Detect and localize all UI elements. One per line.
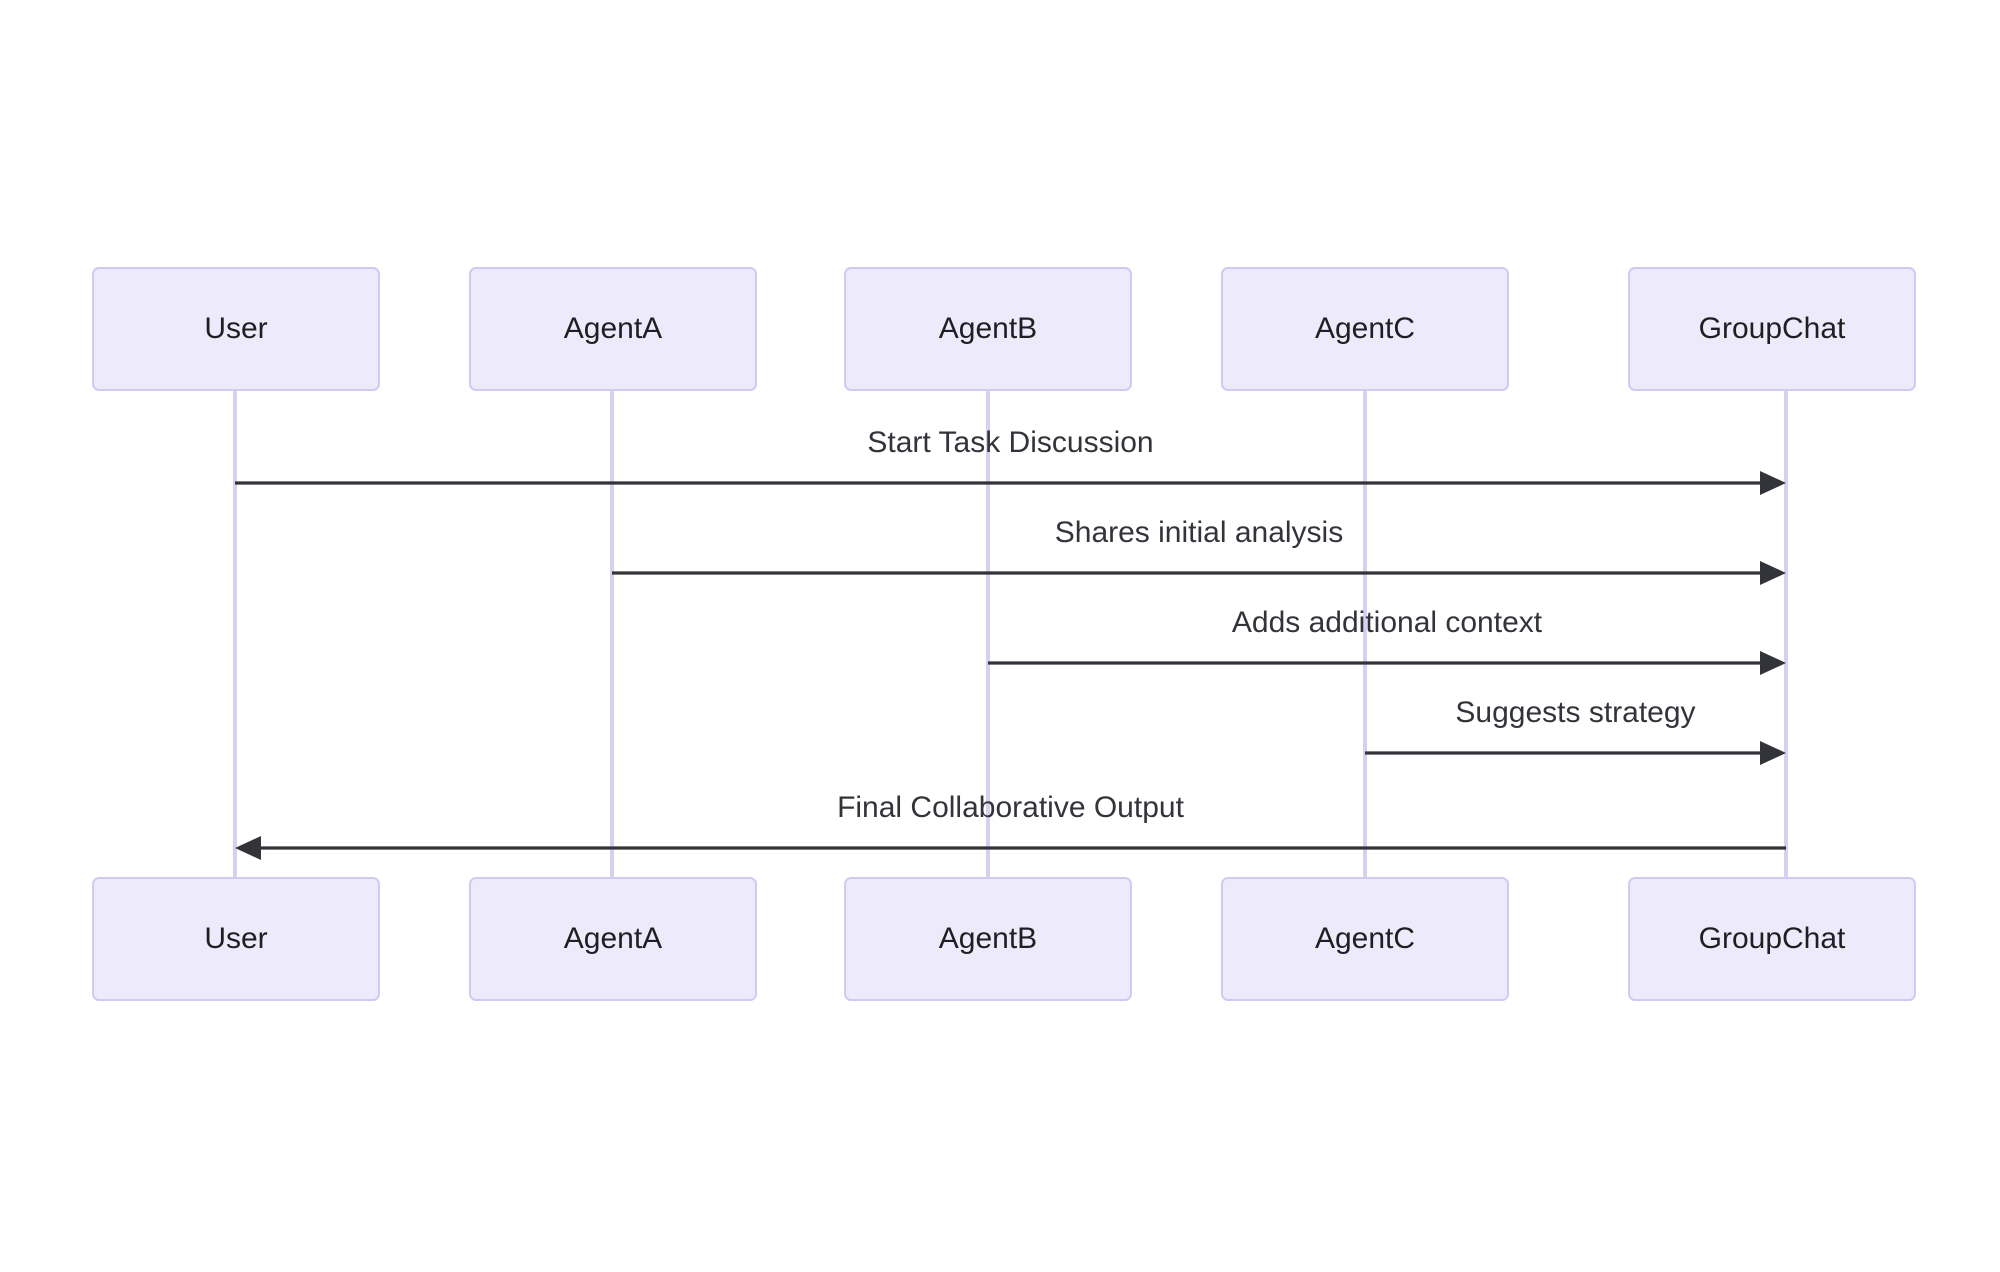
actor-user-top[interactable]: User xyxy=(92,267,380,391)
message-1[interactable]: Start Task Discussion xyxy=(235,426,1786,495)
actor-label-agentc-bottom: AgentC xyxy=(1315,922,1415,955)
actor-box-agentc-bottom[interactable] xyxy=(1221,877,1509,1001)
actor-groupchat-bottom[interactable]: GroupChat xyxy=(1628,877,1916,1001)
actor-label-groupchat-bottom: GroupChat xyxy=(1699,922,1846,955)
message-label-5: Final Collaborative Output xyxy=(837,791,1185,824)
message-label-1: Start Task Discussion xyxy=(867,426,1153,459)
actor-label-groupchat-top: GroupChat xyxy=(1699,312,1846,345)
actor-box-user-top[interactable] xyxy=(92,267,380,391)
actor-label-agentc-top: AgentC xyxy=(1315,312,1415,345)
actor-agentc-top[interactable]: AgentC xyxy=(1221,267,1509,391)
message-label-4: Suggests strategy xyxy=(1455,696,1695,729)
message-label-2: Shares initial analysis xyxy=(1055,516,1343,549)
message-4[interactable]: Suggests strategy xyxy=(1365,696,1786,765)
actor-box-groupchat-bottom[interactable] xyxy=(1628,877,1916,1001)
message-2[interactable]: Shares initial analysis xyxy=(612,516,1786,585)
actor-label-agentb-top: AgentB xyxy=(939,312,1037,345)
lifelines-layer xyxy=(233,390,1788,878)
actor-box-agenta-top[interactable] xyxy=(469,267,757,391)
actor-agentb-bottom[interactable]: AgentB xyxy=(844,877,1132,1001)
actor-label-agenta-top: AgentA xyxy=(564,312,662,345)
actor-box-groupchat-top[interactable] xyxy=(1628,267,1916,391)
actor-agenta-bottom[interactable]: AgentA xyxy=(469,877,757,1001)
message-3[interactable]: Adds additional context xyxy=(988,606,1786,675)
actor-label-user-top: User xyxy=(204,312,267,345)
actor-agentb-top[interactable]: AgentB xyxy=(844,267,1132,391)
actor-user-bottom[interactable]: User xyxy=(92,877,380,1001)
actor-agentc-bottom[interactable]: AgentC xyxy=(1221,877,1509,1001)
message-arrowhead-3 xyxy=(1760,651,1786,675)
actor-label-user-bottom: User xyxy=(204,922,267,955)
message-5[interactable]: Final Collaborative Output xyxy=(235,791,1786,860)
actor-label-agentb-bottom: AgentB xyxy=(939,922,1037,955)
message-arrowhead-1 xyxy=(1760,471,1786,495)
actor-label-agenta-bottom: AgentA xyxy=(564,922,662,955)
message-arrowhead-2 xyxy=(1760,561,1786,585)
message-arrowhead-5 xyxy=(235,836,261,860)
actor-box-agentb-bottom[interactable] xyxy=(844,877,1132,1001)
actors-bottom-layer: User AgentA AgentB AgentC GroupChat xyxy=(92,877,1916,1001)
message-arrowhead-4 xyxy=(1760,741,1786,765)
actors-top-layer: User AgentA AgentB AgentC GroupChat xyxy=(92,267,1916,391)
actor-box-agentc-top[interactable] xyxy=(1221,267,1509,391)
actor-box-agenta-bottom[interactable] xyxy=(469,877,757,1001)
actor-box-user-bottom[interactable] xyxy=(92,877,380,1001)
actor-box-agentb-top[interactable] xyxy=(844,267,1132,391)
message-label-3: Adds additional context xyxy=(1232,606,1543,639)
actor-agenta-top[interactable]: AgentA xyxy=(469,267,757,391)
actor-groupchat-top[interactable]: GroupChat xyxy=(1628,267,1916,391)
